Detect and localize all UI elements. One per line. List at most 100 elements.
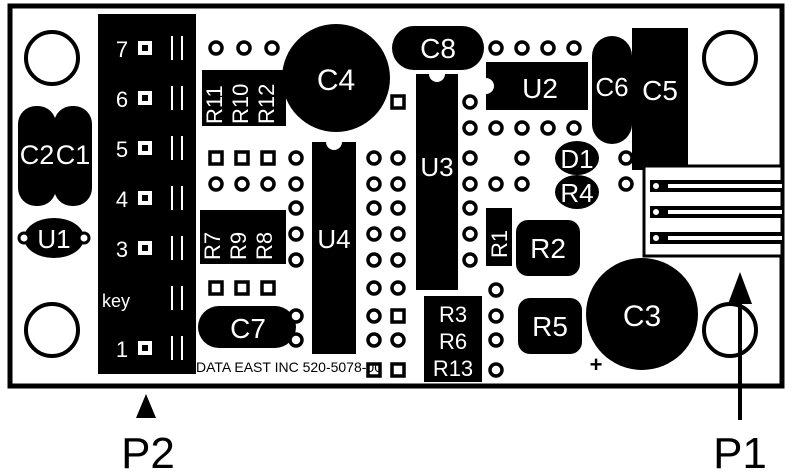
solder-pad <box>288 332 304 348</box>
solder-pad-square <box>260 280 276 296</box>
manufacturer-text: DATA EAST INC 520-5078-00 <box>196 359 382 375</box>
solder-pad <box>462 150 478 166</box>
solder-pad <box>390 150 406 166</box>
solder-pad <box>462 120 478 136</box>
capacitor-c3: C3 <box>586 258 698 370</box>
solder-pad-square <box>208 150 224 166</box>
p2-pin-hole <box>142 95 148 101</box>
solder-pad <box>514 120 530 136</box>
solder-pad <box>462 226 478 242</box>
solder-pad <box>390 332 406 348</box>
capacitor-c4: C4 <box>282 24 390 132</box>
resistor-r7-r9-r8: R7 R9 R8 <box>200 210 286 264</box>
ic-u2: U2 <box>486 62 588 110</box>
p2-label: P2 <box>121 429 175 475</box>
solder-pad <box>236 40 252 56</box>
solder-pad <box>390 280 406 296</box>
solder-pad <box>488 40 504 56</box>
mounting-hole-bottom-right <box>702 302 758 358</box>
ic-u3: U3 <box>416 74 458 290</box>
c3-label: C3 <box>623 300 661 333</box>
p2-pin-hole <box>142 195 148 201</box>
solder-pad <box>488 308 504 324</box>
r5-label: R5 <box>532 311 568 342</box>
capacitor-c7: C7 <box>198 306 296 348</box>
p1-contact-gap <box>668 210 782 214</box>
solder-pad <box>462 94 478 110</box>
p2-pin-label: 4 <box>116 187 128 212</box>
solder-pad-square <box>260 150 276 166</box>
r7-label: R7 <box>200 232 225 260</box>
capacitor-c2: C2 <box>18 106 56 206</box>
resistor-r5: R5 <box>518 298 582 354</box>
solder-pad-square <box>366 362 382 378</box>
solder-pad <box>366 308 382 324</box>
vias <box>288 40 634 378</box>
solder-pad <box>366 150 382 166</box>
pad-grid-left <box>208 150 304 296</box>
r2-label: R2 <box>530 233 566 264</box>
ic-u4: U4 <box>312 142 356 354</box>
solder-pad <box>390 226 406 242</box>
u4-label: U4 <box>317 224 350 254</box>
resistor-r1: R1 <box>486 208 512 266</box>
solder-pad <box>540 120 556 136</box>
r10-label: R10 <box>228 84 253 124</box>
c4-label: C4 <box>317 64 355 97</box>
p1-contact-hole <box>651 233 661 243</box>
solder-pad <box>366 332 382 348</box>
solder-pad-square <box>208 280 224 296</box>
mounting-hole-top-right <box>702 30 758 86</box>
solder-pad <box>390 200 406 216</box>
p2-pin-label: 7 <box>116 37 128 62</box>
solder-pad-square <box>234 150 250 166</box>
solder-pad <box>514 176 530 192</box>
p2-pin-hole <box>142 45 148 51</box>
c5-label: C5 <box>642 75 678 106</box>
solder-pad <box>488 332 504 348</box>
p2-pin-hole <box>142 345 148 351</box>
u3-label: U3 <box>420 152 453 182</box>
solder-pad <box>288 308 304 324</box>
solder-pad <box>488 176 504 192</box>
p2-arrow <box>136 394 156 418</box>
c2-label: C2 <box>20 140 55 170</box>
p1-callout: P1 <box>713 272 767 475</box>
capacitor-c6: C6 <box>592 36 632 144</box>
solder-pad <box>514 150 530 166</box>
c7-label: C7 <box>230 313 266 344</box>
solder-pad <box>208 40 224 56</box>
c1-label: C1 <box>56 140 91 170</box>
resistor-r4: R4 <box>555 175 599 209</box>
solder-pad <box>288 226 304 242</box>
solder-pad <box>566 40 582 56</box>
r13-label: R13 <box>433 356 473 381</box>
solder-pad <box>366 280 382 296</box>
capacitor-c5: C5 <box>632 28 688 170</box>
solder-pad <box>390 176 406 192</box>
p1-label: P1 <box>713 429 767 475</box>
solder-pad <box>234 176 250 192</box>
pad-row-top <box>208 40 280 56</box>
solder-pad <box>488 282 504 298</box>
solder-pad <box>366 226 382 242</box>
p1-connector <box>642 164 784 258</box>
r12-label: R12 <box>254 84 279 124</box>
solder-pad <box>366 252 382 268</box>
p2-pin-label: key <box>102 291 130 311</box>
u2-label: U2 <box>522 73 558 104</box>
resistor-r11-r10-r12: R11 R10 R12 <box>202 70 286 126</box>
solder-pad <box>488 362 504 378</box>
solder-pad <box>208 176 224 192</box>
p2-pin-label: 6 <box>116 87 128 112</box>
solder-pad <box>366 176 382 192</box>
r6-label: R6 <box>439 329 467 354</box>
capacitor-c1: C1 <box>54 106 92 206</box>
c6-label: C6 <box>595 72 628 102</box>
solder-pad <box>288 252 304 268</box>
solder-pad-square <box>234 280 250 296</box>
c8-label: C8 <box>420 33 456 64</box>
mounting-holes <box>24 30 758 358</box>
p2-pin-label: 5 <box>116 137 128 162</box>
